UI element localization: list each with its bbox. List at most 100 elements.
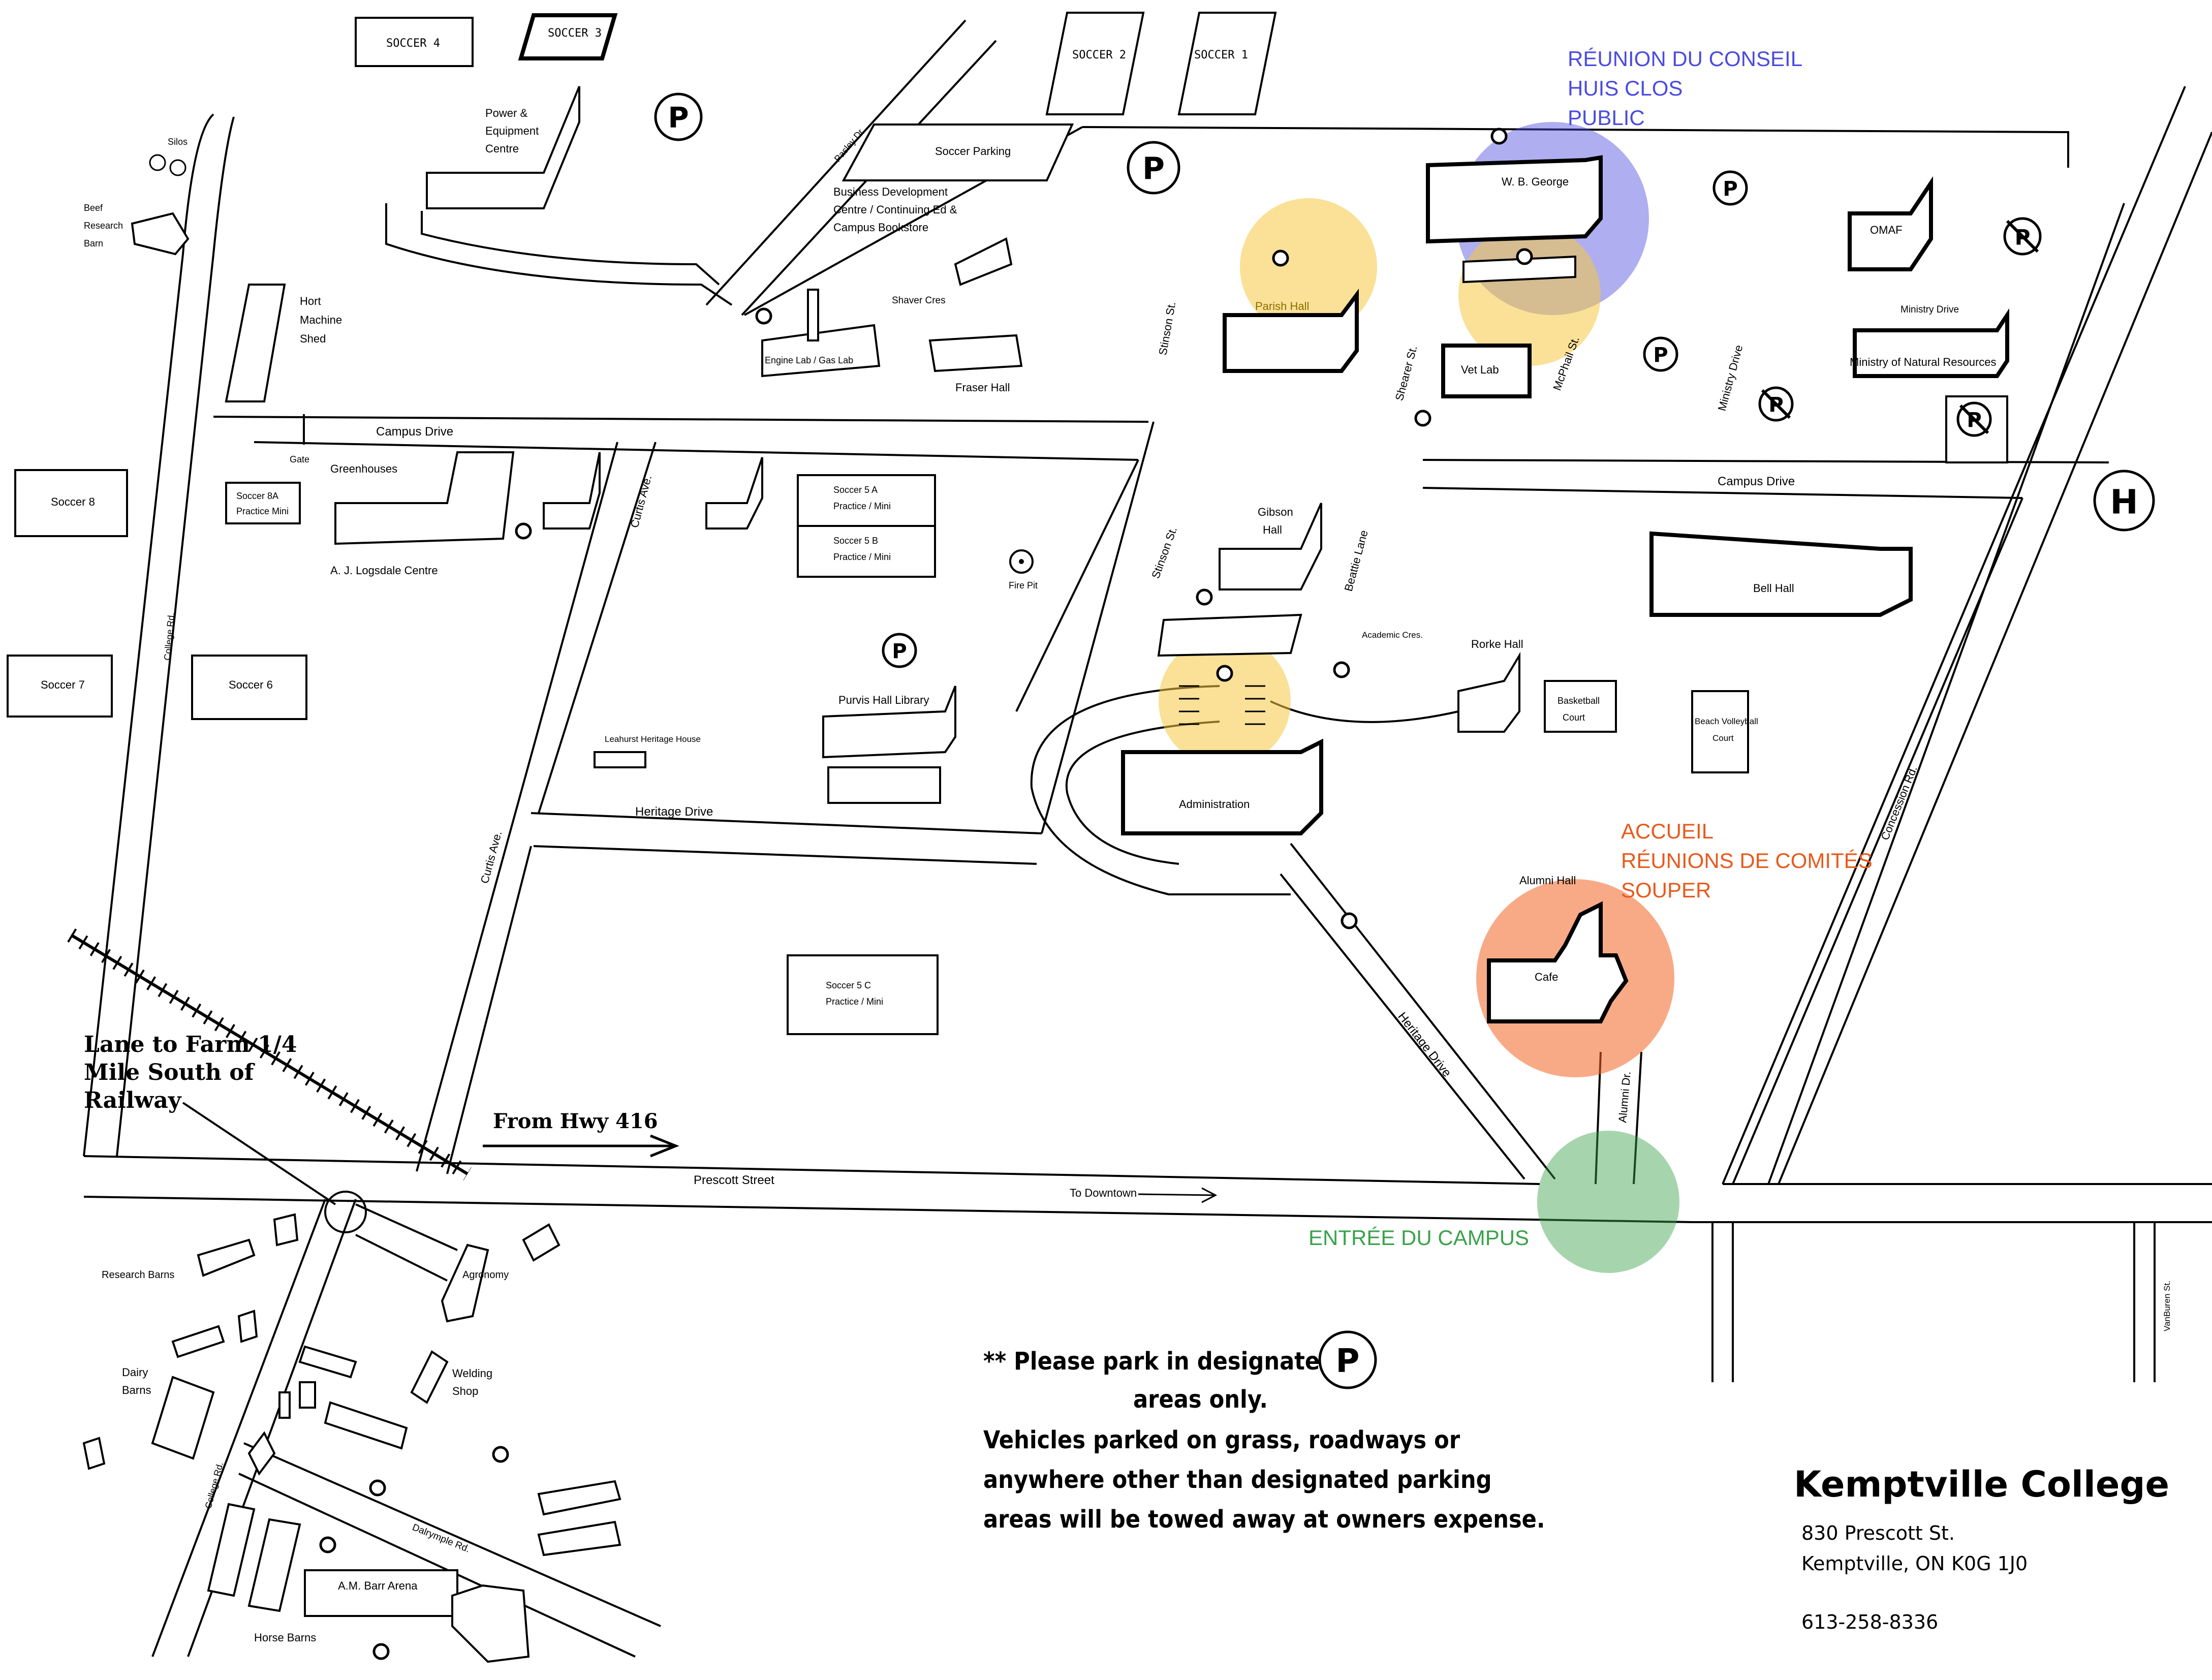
beef-label-1: Beef xyxy=(84,203,103,213)
soccer-3-field xyxy=(518,13,618,60)
welding-label-2: Shop xyxy=(452,1385,478,1397)
hwy-label: From Hwy 416 xyxy=(493,1109,658,1133)
college-street: 830 Prescott St. xyxy=(1801,1522,1955,1544)
soccer-8a-label-1: Soccer 8A xyxy=(236,491,278,501)
vanburen-st-label: VanBuren St. xyxy=(2162,1281,2172,1331)
greenhouses-label: Greenhouses xyxy=(330,462,397,475)
soccer-5c-label-2: Practice / Mini xyxy=(826,997,883,1007)
farm-lane-marker xyxy=(324,1191,367,1233)
bdc-label-3: Campus Bookstore xyxy=(833,221,928,234)
research-barn-4 xyxy=(237,1310,258,1343)
farm-shed-1 xyxy=(298,1345,357,1379)
downtown-arrow xyxy=(1138,1193,1215,1196)
horse-barn-1 xyxy=(207,1503,256,1597)
soccer-5b-field xyxy=(797,525,936,578)
farm-lane-line3: Railway xyxy=(84,1087,182,1113)
logsdale-centre xyxy=(334,451,515,545)
annotation-orange-line2: RÉUNIONS DE COMITÉS xyxy=(1621,849,1873,873)
notice-line2: areas only. xyxy=(1133,1385,1268,1414)
admin-parking-stalls xyxy=(1179,685,1265,725)
basketball-court xyxy=(1544,680,1617,733)
hospital-marker: H xyxy=(2093,470,2155,532)
wb-george-label: W. B. George xyxy=(1502,175,1569,188)
soccer-2-field xyxy=(1045,12,1145,115)
downtown-arrow-head xyxy=(1201,1187,1218,1203)
notice-parking-symbol: P xyxy=(1336,1343,1360,1380)
alumni-dr-label: Alumni Dr. xyxy=(1616,1071,1633,1123)
beach-label-1: Beach Volleyball xyxy=(1695,717,1758,726)
bdc-building xyxy=(954,237,1013,286)
soccer-parking-label: Soccer Parking xyxy=(935,145,1011,158)
farm-shed-5 xyxy=(247,1431,276,1476)
parking-5: P xyxy=(882,633,917,668)
shaver-cres-label: Shaver Cres xyxy=(892,295,946,306)
welding-shop xyxy=(410,1350,449,1404)
welding-label-1: Welding xyxy=(452,1367,492,1380)
highlight-yellow-admin xyxy=(1159,635,1291,767)
soccer-5a-label-1: Soccer 5 A xyxy=(833,485,878,495)
mm-barr-arena xyxy=(304,1569,458,1617)
parking-symbol-4: P xyxy=(1653,344,1668,367)
parking-large-1: P xyxy=(654,92,703,141)
vet-lab-label: Vet Lab xyxy=(1461,363,1499,376)
notice-parking-symbol-group: P xyxy=(1318,1330,1377,1389)
annotation-blue-line2: HUIS CLOS xyxy=(1568,76,1683,100)
alumni-hall-building xyxy=(1487,901,1629,1023)
mnr-building xyxy=(1853,308,2009,378)
annotation-blue-line1: RÉUNION DU CONSEIL xyxy=(1568,47,1802,71)
farm-shed-3 xyxy=(299,1381,316,1409)
soccer-8a-label-2: Practice Mini xyxy=(236,506,289,516)
silos-label: Silos xyxy=(168,137,188,147)
college-rd-south-label: College Rd. xyxy=(203,1461,226,1510)
stinson-st-label-2: Stinson St. xyxy=(1149,525,1179,580)
power-label-1: Power & xyxy=(485,107,527,119)
beach-label-2: Court xyxy=(1712,733,1734,743)
soccer-8a-field xyxy=(225,482,301,524)
college-rd-label: College Rd. xyxy=(162,612,176,661)
hospital-symbol: H xyxy=(2110,483,2138,522)
building-curtis-2 xyxy=(705,457,763,530)
soccer-7-field xyxy=(7,655,113,718)
campus-drive-label: Campus Drive xyxy=(376,425,453,439)
notice-line1: ** Please park in designated xyxy=(983,1347,1335,1376)
parish-hall-building xyxy=(1223,289,1359,373)
engine-lab-building xyxy=(761,324,881,378)
soccer-6-field xyxy=(191,655,307,720)
farm-shed-2 xyxy=(278,1391,291,1419)
power-label-2: Equipment xyxy=(485,125,539,137)
college-postal: K0G 1J0 xyxy=(1951,1552,2028,1575)
rorke-hall-building xyxy=(1457,651,1520,733)
research-barns-label: Research Barns xyxy=(102,1269,174,1281)
purvis-library-building xyxy=(822,686,956,759)
soccer-parking-lot xyxy=(842,123,1074,181)
research-barn-1 xyxy=(197,1238,256,1277)
soccer-1-label: SOCCER 1 xyxy=(1194,49,1248,61)
silo-2 xyxy=(169,159,186,176)
parking-small-markers xyxy=(319,128,1533,1660)
arena-annex xyxy=(451,1584,530,1663)
curtis-ave-label-1: Curtis Ave. xyxy=(628,474,655,529)
soccer-8-field xyxy=(14,469,128,537)
gate-label: Gate xyxy=(290,454,309,464)
soccer-3-label: SOCCER 3 xyxy=(548,27,602,40)
beattie-lane-label: Beattie Lane xyxy=(1342,528,1370,593)
leahurst-house xyxy=(594,751,646,768)
parking-3: P xyxy=(1712,170,1748,206)
farm-small-1 xyxy=(82,1437,106,1470)
ministry-drive-v-label: Ministry Drive xyxy=(1716,344,1746,412)
curtis-ave-label-2: Curtis Ave. xyxy=(478,829,505,885)
annotation-orange-line1: ACCUEIL xyxy=(1621,819,1713,843)
wb-george-annex xyxy=(1462,255,1576,284)
gibson-label-2: Hall xyxy=(1263,523,1282,536)
soccer-5a-label-2: Practice / Mini xyxy=(833,501,891,511)
notice-line5: areas will be towed away at owners expen… xyxy=(983,1505,1545,1534)
admin-label: Administration xyxy=(1179,798,1250,811)
fraser-hall-label: Fraser Hall xyxy=(955,381,1010,394)
soccer-4-label: SOCCER 4 xyxy=(386,37,440,50)
power-equipment-centre xyxy=(426,86,580,209)
hort-label-2: Machine xyxy=(300,314,342,326)
administration-building xyxy=(1121,738,1323,835)
research-barn-2 xyxy=(273,1213,299,1247)
fire-pit-center xyxy=(1019,559,1024,564)
